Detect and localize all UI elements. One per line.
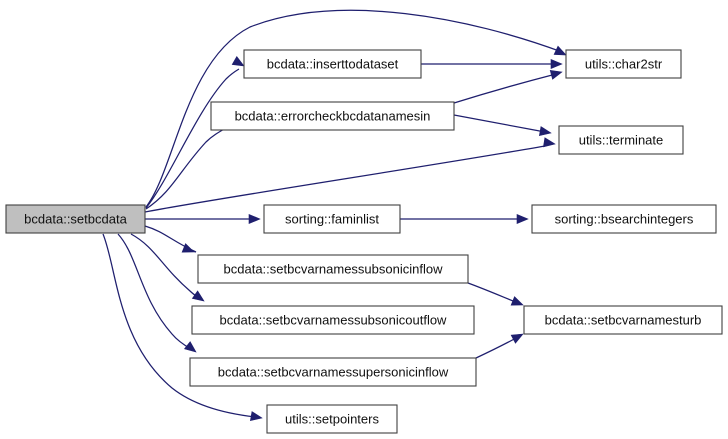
node-box[interactable] [191,305,475,335]
edge-setbcdata-to-setpointers [102,233,263,422]
node-box[interactable] [558,125,684,155]
edge-errorcheckbcdatanamesin-to-terminate [453,114,552,137]
edge-setbcdata-to-supersonicinflow [117,233,197,353]
edge-setbcdata-to-subsonicinflow [144,225,197,253]
edge-setbcdata-to-faminlist [145,213,261,225]
edge-setbcdata-to-char2str [145,9,567,208]
node-box[interactable] [5,204,146,234]
node-box[interactable] [565,49,682,79]
edge-line [130,233,200,299]
arrowhead-icon [231,55,245,67]
node-setbcdata[interactable]: bcdata::setbcdata [5,204,146,234]
arrowhead-icon [550,58,563,70]
node-label: bcdata::errorcheckbcdatanamesin [235,108,431,123]
node-box[interactable] [263,204,401,234]
node-errorcheckbcdatanamesin[interactable]: bcdata::errorcheckbcdatanamesin [210,101,455,131]
edge-line [453,73,557,104]
node-box[interactable] [523,305,723,335]
arrowhead-icon [516,213,529,225]
node-label: utils::terminate [579,132,664,147]
arrowhead-icon [510,333,524,344]
edge-subsonicinflow-to-setbcvarnamesturb [467,282,524,306]
node-label: bcdata::setbcvarnamessupersonicinflow [218,364,449,379]
arrowhead-icon [543,137,556,148]
node-box[interactable] [531,204,717,234]
edge-line [453,114,546,133]
edge-line [475,336,519,359]
edge-errorcheckbcdatanamesin-to-char2str [453,70,563,104]
edge-setbcdata-to-subsonicoutflow [130,233,205,302]
node-subsonicinflow[interactable]: bcdata::setbcvarnamessubsonicinflow [197,254,469,284]
node-setbcvarnamesturb[interactable]: bcdata::setbcvarnamesturb [523,305,723,335]
edge-line [102,233,257,418]
nodes-layer: bcdata::setbcdata bcdata::inserttodataset… [5,49,723,434]
node-label: bcdata::inserttodataset [267,56,399,71]
edge-line [144,145,546,213]
node-box[interactable] [210,101,455,131]
edge-supersonicinflow-to-setbcvarnamesturb [475,333,524,359]
edge-line [117,233,192,350]
edge-faminlist-to-bsearchintegers [400,213,529,225]
node-box[interactable] [197,254,469,284]
edge-line [145,9,563,208]
node-label: utils::char2str [585,56,663,71]
node-subsonicoutflow[interactable]: bcdata::setbcvarnamessubsonicoutflow [191,305,475,335]
node-bsearchintegers[interactable]: sorting::bsearchintegers [531,204,717,234]
node-box[interactable] [189,357,477,387]
edge-setbcdata-to-inserttodataset [145,55,245,209]
node-supersonicinflow[interactable]: bcdata::setbcvarnamessupersonicinflow [189,357,477,387]
node-label: bcdata::setbcdata [24,211,127,226]
arrowhead-icon [553,45,567,56]
node-setpointers[interactable]: utils::setpointers [266,404,398,434]
node-box[interactable] [243,49,422,79]
node-char2str[interactable]: utils::char2str [565,49,682,79]
edge-line [145,127,227,210]
edge-line [467,282,519,304]
edge-line [145,68,240,209]
arrowhead-icon [249,411,263,422]
node-terminate[interactable]: utils::terminate [558,125,684,155]
arrowhead-icon [181,243,195,253]
node-label: sorting::bsearchintegers [555,211,694,226]
node-box[interactable] [266,404,398,434]
arrowhead-icon [510,296,524,306]
node-label: bcdata::setbcvarnamessubsonicinflow [224,261,444,276]
arrowhead-icon [183,341,197,353]
node-inserttodataset[interactable]: bcdata::inserttodataset [243,49,422,79]
node-label: sorting::faminlist [285,211,379,226]
node-label: bcdata::setbcvarnamesturb [545,312,702,327]
node-faminlist[interactable]: sorting::faminlist [263,204,401,234]
arrowhead-icon [549,70,563,80]
node-label: utils::setpointers [285,411,379,426]
arrowhead-icon [538,126,552,137]
edges-layer [102,9,567,422]
edge-setbcdata-to-terminate [144,137,556,213]
arrowhead-icon [248,213,261,225]
edge-line [144,225,197,253]
node-label: bcdata::setbcvarnamessubsonicoutflow [220,312,448,327]
edge-inserttodataset-to-char2str [421,58,563,70]
arrowhead-icon [191,290,205,302]
